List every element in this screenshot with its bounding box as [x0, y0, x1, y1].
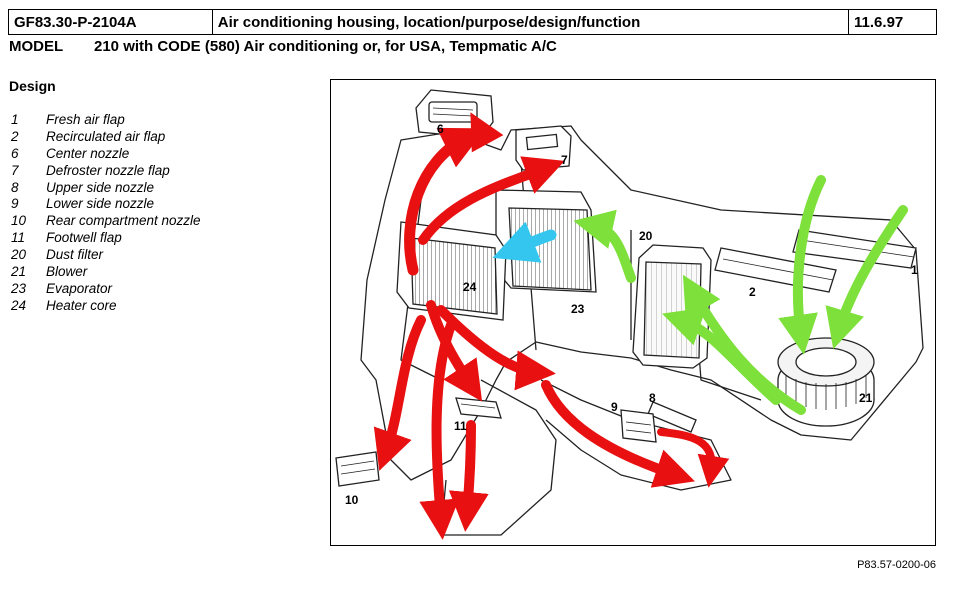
legend-number: 7: [11, 162, 19, 178]
footwell-flap-11: [455, 397, 502, 419]
callout-6: 6: [437, 122, 444, 136]
rear-nozzle-10: [335, 451, 380, 487]
legend-number: 9: [11, 196, 19, 212]
legend-number: 1: [11, 112, 19, 127]
callout-20: 20: [639, 229, 653, 243]
legend-label: Footwell flap: [46, 230, 122, 246]
legend-label: Defroster nozzle flap: [46, 162, 170, 178]
legend-item: 11 Footwell flap: [11, 230, 201, 247]
legend-item: 10 Rear compartment nozzle: [11, 213, 201, 230]
callout-8: 8: [649, 391, 656, 405]
legend-number: 20: [11, 247, 27, 263]
heater-core-24: [396, 221, 507, 321]
legend-item: 20 Dust filter: [11, 247, 201, 264]
legend-label: Rear compartment nozzle: [46, 213, 201, 229]
legend-label: Blower: [46, 264, 88, 280]
legend-item: 21 Blower: [11, 264, 201, 281]
legend-number: 23: [11, 280, 27, 296]
legend-item: 24 Heater core: [11, 298, 201, 315]
legend-label: Dust filter: [46, 247, 104, 263]
legend-label: Lower side nozzle: [46, 196, 155, 212]
legend-item: 7 Defroster nozzle flap: [11, 163, 201, 180]
legend-number: 24: [11, 297, 27, 313]
model-line: MODEL 210 with CODE (580) Air conditionin…: [9, 38, 557, 55]
legend-label: Upper side nozzle: [46, 179, 155, 195]
document-date: 11.6.97: [848, 9, 937, 35]
legend-item: 9 Lower side nozzle: [11, 196, 201, 213]
header-table: GF83.30-P-2104A Air conditioning housing…: [8, 9, 937, 35]
callout-21: 21: [859, 391, 873, 405]
legend-item: 8 Upper side nozzle: [11, 180, 201, 197]
blower-21: [777, 337, 875, 427]
callout-23: 23: [571, 302, 585, 316]
legend-label: Center nozzle: [46, 145, 130, 161]
legend-number: 11: [11, 230, 26, 246]
side-nozzle-8: [647, 401, 697, 433]
model-description: 210 with CODE (580) Air conditioning or,…: [94, 38, 557, 55]
legend-label: Evaporator: [46, 280, 113, 296]
legend-number: 2: [11, 128, 19, 144]
callout-24: 24: [463, 280, 477, 294]
flap-1: [792, 229, 917, 269]
legend-number: 10: [11, 213, 27, 229]
section-heading: Design: [9, 78, 56, 94]
model-label: MODEL: [9, 38, 64, 55]
legend-number: 8: [11, 179, 19, 195]
legend-item: 1 Fresh air flap: [11, 112, 201, 129]
callout-7: 7: [561, 153, 568, 167]
diagram-svg: 6 7 20 1 2 24 23 21 9 8 11 10: [335, 89, 924, 540]
callout-10: 10: [345, 493, 359, 507]
callout-9: 9: [611, 400, 618, 414]
fresh-air-arrows: [573, 175, 908, 415]
document-id: GF83.30-P-2104A: [8, 9, 213, 35]
legend-item: 6 Center nozzle: [11, 146, 201, 163]
legend-label: Heater core: [46, 297, 117, 313]
legend-label: Fresh air flap: [46, 112, 125, 127]
cooled-air-arrow: [492, 221, 557, 263]
warm-air-arrows: [373, 112, 730, 540]
callout-1: 1: [911, 263, 918, 277]
callout-2: 2: [749, 285, 756, 299]
ac-housing-diagram: 6 7 20 1 2 24 23 21 9 8 11 10: [330, 79, 936, 546]
figure-reference: P83.57-0200-06: [857, 559, 936, 571]
legend-list: 1 Fresh air flap 2 Recirculated air flap 6…: [11, 112, 201, 315]
legend-label: Recirculated air flap: [46, 128, 166, 144]
legend-number: 21: [11, 264, 27, 280]
legend-item: 23 Evaporator: [11, 281, 201, 298]
legend-number: 6: [11, 145, 19, 161]
side-nozzle-9: [620, 409, 657, 443]
document-title: Air conditioning housing, location/purpo…: [211, 9, 850, 35]
legend-item: 2 Recirculated air flap: [11, 129, 201, 146]
callout-11: 11: [454, 419, 467, 433]
